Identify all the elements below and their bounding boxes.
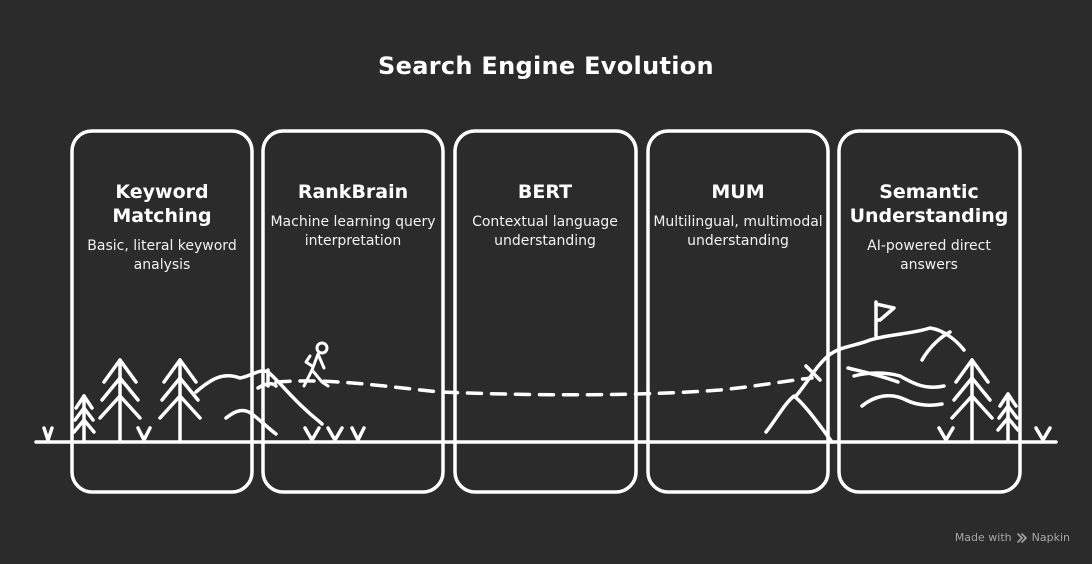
stage-title: Semantic Understanding — [849, 181, 1009, 227]
footer-brand: Napkin — [1031, 531, 1070, 544]
stage-4: MUM Multilingual, multimodal understandi… — [648, 180, 828, 251]
journey-path — [274, 376, 814, 397]
stage-5: Semantic Understanding AI-powered direct… — [839, 180, 1019, 275]
stage-card-5 — [837, 129, 1022, 494]
napkin-logo-icon — [1016, 532, 1027, 543]
stage-1: Keyword Matching Basic, literal keyword … — [72, 180, 252, 275]
stage-description: Machine learning query interpretation — [270, 214, 436, 249]
stage-title: BERT — [517, 181, 573, 203]
stage-title: RankBrain — [297, 181, 409, 203]
tree-icon — [996, 392, 1020, 442]
stage-2: RankBrain Machine learning query interpr… — [263, 180, 443, 251]
hiker-icon — [302, 341, 330, 388]
stage-title: MUM — [711, 181, 765, 203]
stage-description: Contextual language understanding — [472, 214, 618, 249]
tree-icon — [72, 394, 96, 442]
stage-description: AI-powered direct answers — [867, 238, 991, 273]
stage-card-4 — [646, 129, 830, 494]
stage-description: Multilingual, multimodal understanding — [653, 214, 823, 249]
stage-description: Basic, literal keyword analysis — [87, 238, 237, 273]
footer-attribution[interactable]: Made with Napkin — [955, 531, 1070, 544]
stage-3: BERT Contextual language understanding — [455, 180, 635, 251]
grass-icon — [42, 426, 1052, 442]
stage-title: Keyword Matching — [112, 181, 212, 227]
mountain-icon — [764, 326, 966, 444]
stage-card-1 — [70, 129, 254, 494]
flag-icon — [874, 300, 896, 338]
stage-card-2 — [261, 129, 445, 494]
tree-icon — [158, 358, 202, 442]
mountain-icon — [194, 368, 324, 436]
stage-card-3 — [453, 129, 638, 494]
tree-icon — [98, 358, 142, 442]
page-title: Search Engine Evolution — [378, 52, 714, 80]
footer-made-with: Made with — [954, 531, 1012, 544]
tree-icon — [950, 358, 994, 442]
